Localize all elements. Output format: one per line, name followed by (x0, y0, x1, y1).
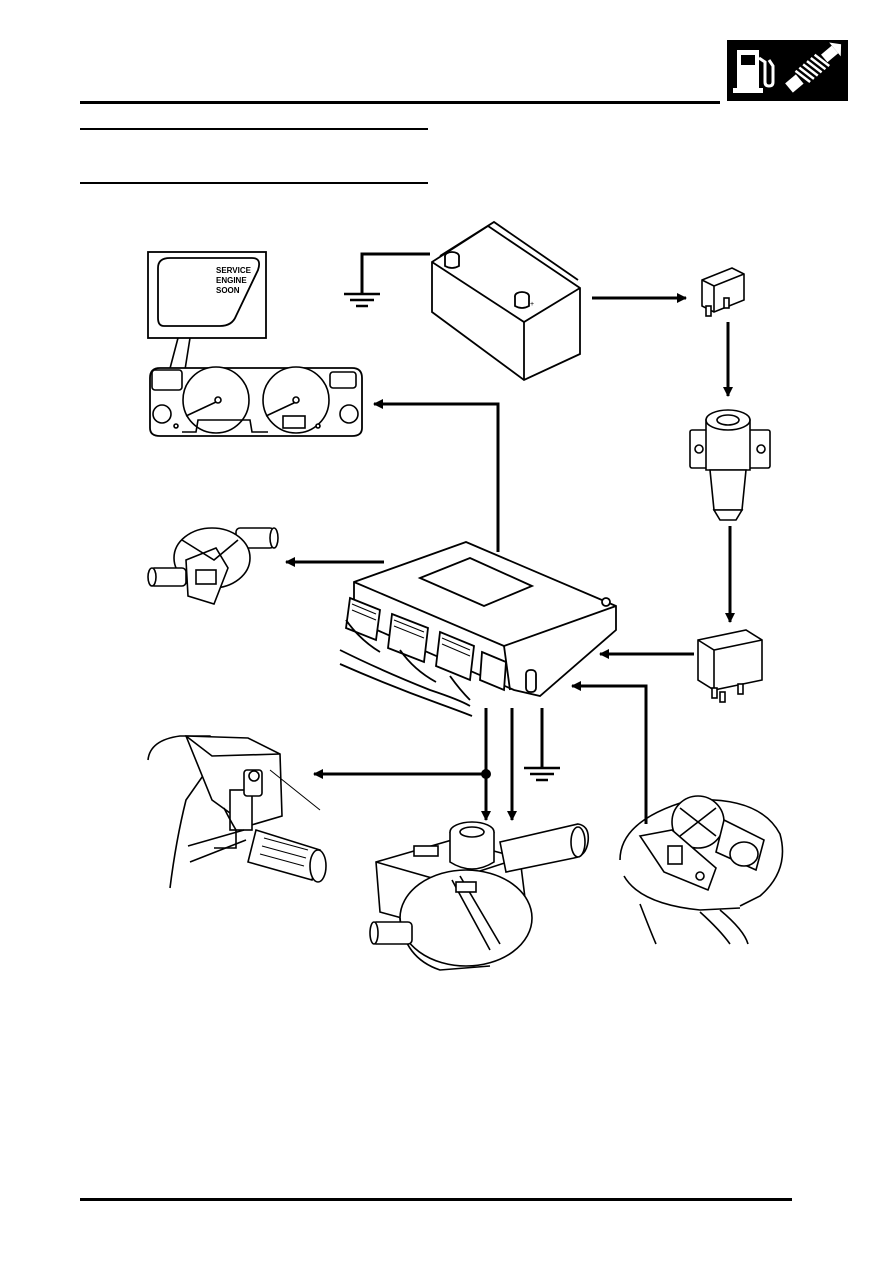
leak-detection-pump (369, 821, 590, 971)
spring-icon (785, 42, 842, 93)
header-rule (80, 101, 720, 104)
footer-rule (80, 1198, 792, 1201)
canister-vent-solenoid (147, 735, 327, 889)
arrow-ecm-to-instrument-pack (373, 399, 500, 552)
battery-ground (344, 252, 430, 308)
ignition-switch (689, 409, 771, 521)
fuse (701, 267, 745, 317)
warning-lamp-line-2: ENGINE (216, 276, 247, 285)
instrument-pack: SERVICE ENGINE SOON (147, 251, 363, 437)
engine-control-module (339, 541, 617, 717)
ecm-ground (524, 708, 560, 782)
warning-lamp-magnified (157, 257, 261, 327)
subheader-rule-top (80, 128, 428, 130)
warning-lamp-line-1: SERVICE (216, 266, 252, 275)
fuel-tank-pressure-sensor (619, 795, 784, 945)
fuel-pump-icon (733, 50, 775, 93)
relay (697, 629, 763, 703)
svg-text:+: + (530, 301, 534, 308)
arrow-ftps-to-ecm (571, 681, 648, 824)
subheader-rule-bottom (80, 182, 428, 184)
section-icon (727, 40, 848, 101)
warning-lamp-line-3: SOON (216, 286, 240, 295)
battery: + (431, 220, 581, 382)
purge-valve (147, 527, 279, 605)
